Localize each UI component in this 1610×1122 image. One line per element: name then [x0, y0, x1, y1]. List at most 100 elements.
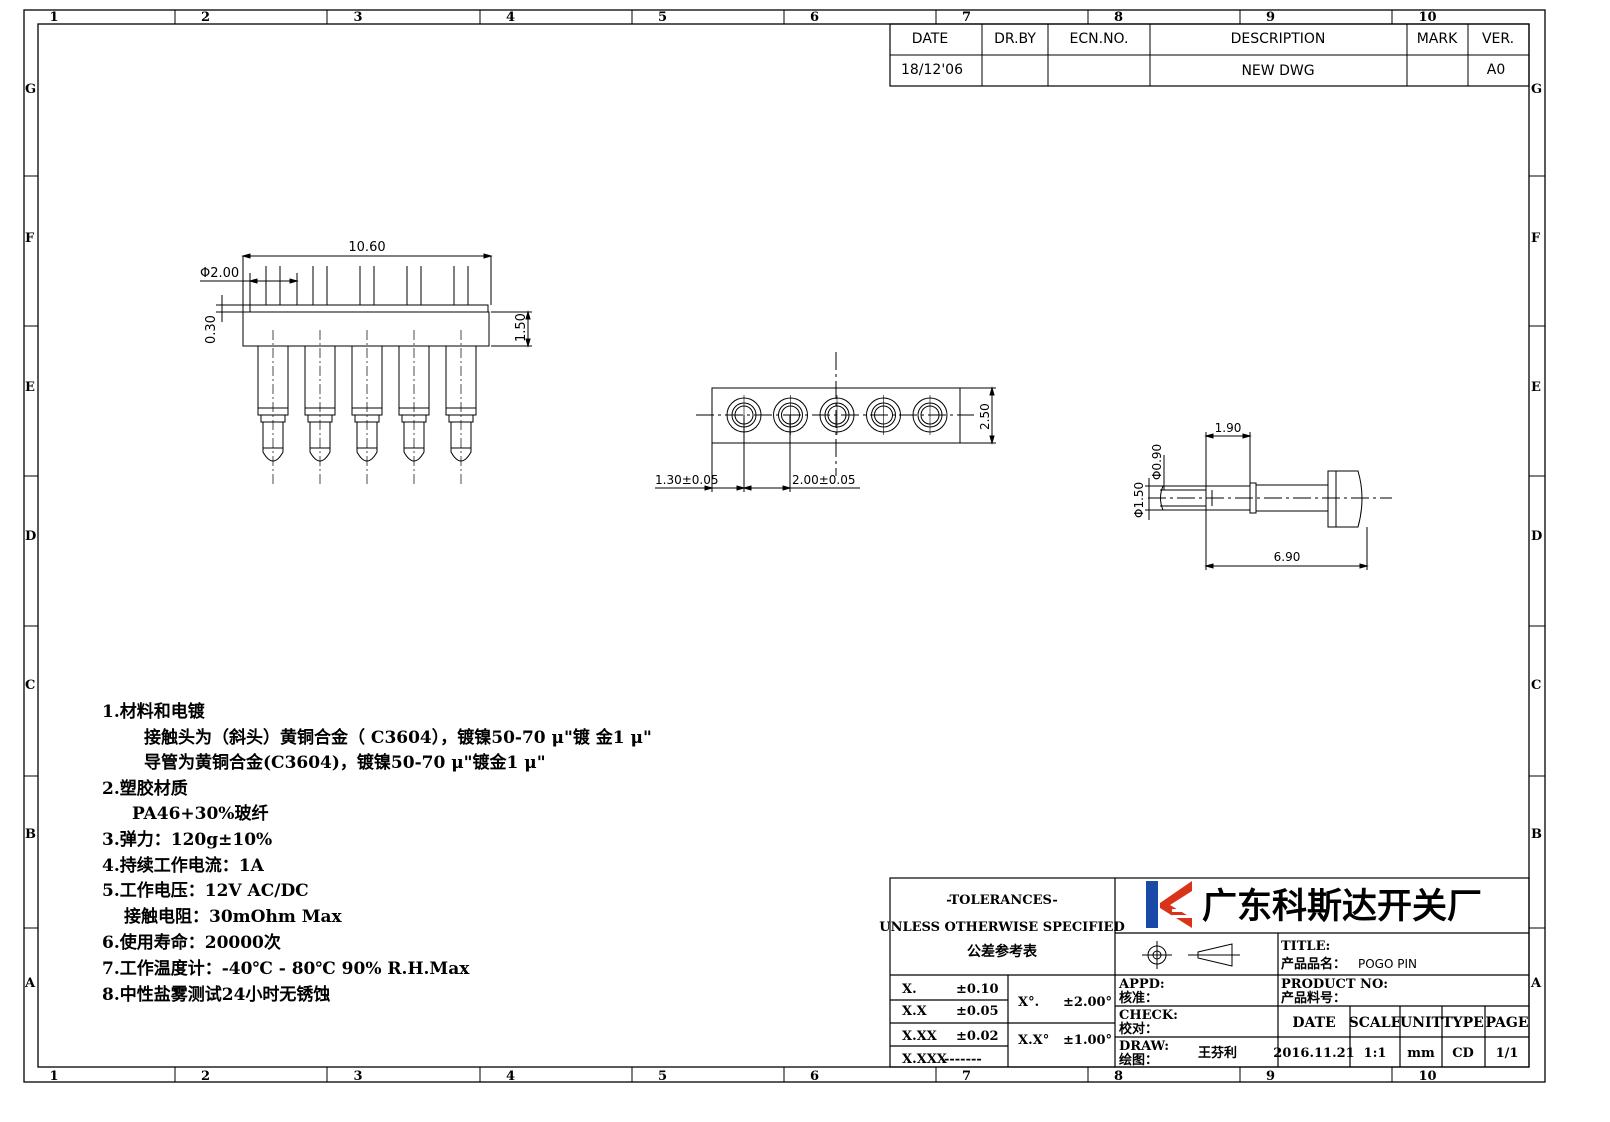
ang-k-1: X.X°	[1018, 1033, 1049, 1048]
dim-edge-offset: 1.30±0.05	[655, 473, 719, 487]
zone-row-right-A: A	[1530, 976, 1542, 991]
rev-header-ver: VER.	[1482, 31, 1514, 47]
product-no-cn: 产品料号：	[1281, 990, 1346, 1006]
zone-col-bottom-3: 3	[354, 1069, 363, 1084]
company-name: 广东科斯达开关厂	[1202, 886, 1482, 927]
dim-body-height: 1.50	[514, 313, 529, 342]
zone-col-top-9: 9	[1266, 10, 1275, 25]
note-1a: 接触头为（斜头）黄铜合金（ C3604），镀镍50-70 μ"镀 金1 μ"	[144, 727, 652, 748]
zone-row-right-B: B	[1531, 827, 1542, 842]
info-unit: mm	[1407, 1046, 1435, 1061]
check-cn: 校对：	[1119, 1021, 1158, 1037]
side-view	[1145, 432, 1392, 570]
zone-col-top-2: 2	[201, 10, 210, 25]
rev-version: A0	[1487, 62, 1505, 78]
front-view	[200, 253, 532, 485]
rev-header-ecn: ECN.NO.	[1070, 31, 1129, 47]
ang-v-1: ±1.00°	[1063, 1033, 1112, 1048]
zone-col-bottom-8: 8	[1114, 1069, 1123, 1084]
note-3: 3.弹力：120g±10%	[102, 829, 272, 850]
tol-v-2: ±0.02	[956, 1029, 999, 1044]
dim-tip-diameter: Φ0.90	[1150, 444, 1164, 480]
zone-col-top-8: 8	[1114, 10, 1123, 25]
note-6: 6.使用寿命：20000次	[102, 932, 281, 953]
note-7: 7.工作温度计：-40℃ - 80℃ 90% R.H.Max	[102, 958, 470, 979]
title-block	[889, 877, 1530, 1068]
zone-col-top-4: 4	[506, 10, 515, 25]
note-2a: PA46+30%玻纤	[132, 803, 268, 824]
zone-col-top-5: 5	[658, 10, 667, 25]
dim-tip-length: 1.90	[1215, 421, 1242, 435]
dim-shoulder: 0.30	[204, 315, 219, 344]
zone-row-left-F: F	[25, 231, 35, 246]
zone-col-top-7: 7	[962, 10, 971, 25]
draw-label: DRAW:	[1119, 1039, 1169, 1054]
housing-body	[242, 311, 490, 347]
zone-col-top-1: 1	[50, 10, 59, 25]
zone-col-bottom-5: 5	[658, 1069, 667, 1084]
top-view	[655, 352, 996, 492]
note-1: 1.材料和电镀	[102, 701, 206, 722]
note-5a: 接触电阻：30mOhm Max	[124, 906, 343, 927]
info-header-unit: UNIT	[1400, 1015, 1443, 1031]
note-1b: 导管为黄铜合金(C3604)，镀镍50-70 μ"镀金1 μ"	[144, 752, 546, 773]
tol-v-3: -------	[944, 1052, 982, 1067]
top-hole	[819, 395, 855, 435]
note-8: 8.中性盐雾测试24小时无锈蚀	[102, 984, 330, 1005]
rev-header-mark: MARK	[1417, 31, 1458, 47]
appd-cn: 核准：	[1119, 990, 1158, 1006]
ang-v-0: ±2.00°	[1063, 995, 1112, 1010]
title-label: TITLE:	[1281, 939, 1330, 954]
revision-table: DATE DR.BY ECN.NO. DESCRIPTION MARK VER.…	[889, 23, 1530, 87]
tol-v-1: ±0.05	[956, 1004, 999, 1019]
front-pin	[351, 266, 383, 485]
zone-row-left-G: G	[25, 82, 36, 97]
drawer-name: 王芬利	[1198, 1045, 1237, 1061]
appd-label: APPD:	[1118, 977, 1165, 992]
dim-pin-length: 6.90	[1274, 550, 1301, 564]
dim-overall-width: 10.60	[348, 240, 385, 255]
zone-row-right-C: C	[1531, 678, 1541, 693]
dim-barrel-diameter: Φ1.50	[1132, 482, 1146, 518]
zone-col-bottom-7: 7	[962, 1069, 971, 1084]
zone-col-bottom-2: 2	[201, 1069, 210, 1084]
zone-col-bottom-6: 6	[810, 1069, 819, 1084]
dim-body-depth: 2.50	[978, 403, 992, 430]
info-header-date: DATE	[1292, 1015, 1335, 1031]
info-type: CD	[1452, 1046, 1474, 1061]
zone-row-right-F: F	[1531, 231, 1541, 246]
zone-row-right-G: G	[1531, 82, 1542, 97]
title-cn: 产品品名：	[1281, 956, 1346, 972]
rev-description: NEW DWG	[1241, 63, 1314, 79]
tol-k-1: X.X	[902, 1004, 928, 1019]
technical-notes: 1.材料和电镀 接触头为（斜头）黄铜合金（ C3604），镀镍50-70 μ"镀…	[102, 701, 652, 1005]
zone-row-left-D: D	[25, 529, 36, 544]
zone-row-right-E: E	[1531, 380, 1541, 395]
zone-row-left-C: C	[25, 678, 35, 693]
info-header-page: PAGE	[1486, 1015, 1529, 1031]
tol-v-0: ±0.10	[956, 982, 999, 997]
zone-col-bottom-9: 9	[1266, 1069, 1275, 1084]
check-label: CHECK:	[1119, 1008, 1178, 1023]
tolerances-unless: UNLESS OTHERWISE SPECIFIED	[879, 920, 1125, 935]
rev-date: 18/12'06	[901, 62, 963, 78]
zone-col-top-10: 10	[1419, 10, 1437, 25]
zone-col-bottom-4: 4	[506, 1069, 515, 1084]
zone-col-top-6: 6	[810, 10, 819, 25]
note-2: 2.塑胶材质	[102, 778, 188, 799]
info-date: 2016.11.21	[1273, 1046, 1354, 1061]
rev-header-description: DESCRIPTION	[1231, 31, 1326, 47]
front-pin	[398, 266, 430, 485]
projection-symbol	[1142, 941, 1240, 969]
top-hole	[866, 395, 901, 435]
zone-row-left-B: B	[25, 827, 36, 842]
zone-row-left-E: E	[25, 380, 35, 395]
note-5: 5.工作电压：12V AC/DC	[102, 880, 309, 901]
tol-k-3: X.XXX	[902, 1052, 948, 1067]
product-no-label: PRODUCT NO:	[1281, 977, 1388, 992]
dim-pin-diameter: Φ2.00	[200, 266, 239, 281]
info-scale: 1:1	[1364, 1046, 1387, 1061]
company-logo	[1146, 881, 1192, 928]
rev-header-date: DATE	[912, 31, 948, 47]
